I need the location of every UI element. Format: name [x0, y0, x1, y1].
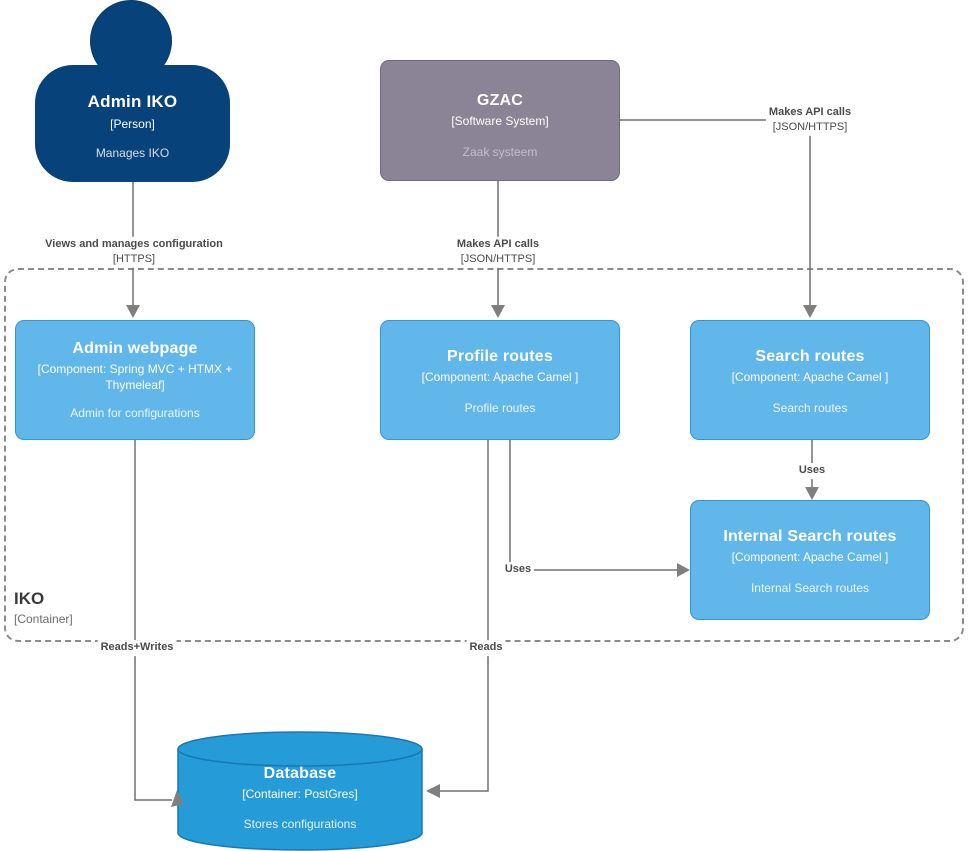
edge-gzac-to-search-line [620, 119, 811, 306]
person-subtitle: [Person] [110, 117, 155, 131]
edge-label-uses-search: Uses [795, 463, 829, 479]
database-description: Stores configurations [243, 817, 357, 832]
arrowhead-gzac-to-profile [491, 305, 505, 318]
node-search-routes: Search routes [Component: Apache Camel ]… [690, 320, 930, 440]
edge-label-reads: Reads [466, 640, 506, 656]
admin-webpage-description: Admin for configurations [70, 406, 200, 421]
profile-routes-description: Profile routes [464, 401, 536, 416]
internal-search-routes-description: Internal Search routes [750, 581, 870, 596]
node-profile-routes: Profile routes [Component: Apache Camel … [380, 320, 620, 440]
edge-protocol-text: [HTTPS] [112, 252, 156, 265]
arrowhead-webpage-to-db [171, 790, 184, 807]
edge-label-api-calls-profile: Makes API calls [JSON/HTTPS] [453, 236, 543, 268]
person-description: Manages IKO [95, 146, 170, 161]
node-database-cylinder [177, 731, 423, 851]
node-internal-search-routes: Internal Search routes [Component: Apach… [690, 500, 930, 620]
database-subtitle: [Container: PostGres] [242, 787, 358, 801]
edge-label-text: Reads [469, 641, 503, 654]
arrowhead-profile-to-internal [677, 563, 690, 577]
node-gzac: GZAC [Software System] Zaak systeem [380, 60, 620, 181]
gzac-description: Zaak systeem [462, 145, 538, 160]
profile-routes-subtitle: [Component: Apache Camel ] [421, 370, 579, 384]
boundary-subtitle: [Container] [14, 612, 73, 626]
edge-webpage-to-db-line [134, 440, 172, 801]
person-admin-iko: Admin IKO [Person] Manages IKO [35, 65, 230, 182]
edge-label-text: Makes API calls [768, 105, 852, 118]
edge-label-reads-writes: Reads+Writes [97, 640, 177, 656]
search-routes-subtitle: [Component: Apache Camel ] [731, 370, 889, 384]
edge-profile-to-db-line [440, 440, 489, 792]
edge-label-api-calls-search: Makes API calls [JSON/HTTPS] [765, 104, 855, 136]
boundary-title: IKO [14, 589, 45, 608]
edge-label-text: Makes API calls [456, 237, 540, 250]
database-title: Database [263, 765, 337, 782]
gzac-subtitle: [Software System] [451, 114, 549, 128]
edge-label-uses-profile: Uses [501, 562, 535, 578]
admin-webpage-title: Admin webpage [72, 340, 198, 357]
arrowhead-gzac-to-search [803, 305, 817, 318]
arrowhead-admin-to-webpage [126, 305, 140, 318]
internal-search-routes-subtitle: [Component: Apache Camel ] [731, 550, 889, 564]
profile-routes-title: Profile routes [447, 348, 553, 365]
search-routes-title: Search routes [755, 348, 865, 365]
edge-profile-to-internal-line [509, 440, 678, 571]
edge-protocol-text: [JSON/HTTPS] [772, 120, 848, 133]
gzac-title: GZAC [476, 92, 524, 109]
edge-label-text: Uses [504, 563, 532, 576]
admin-webpage-subtitle: [Component: Spring MVC + HTMX + Thymelea… [37, 362, 233, 393]
internal-search-routes-title: Internal Search routes [723, 528, 897, 545]
edge-label-views-manages: Views and manages configuration [HTTPS] [42, 236, 226, 268]
edge-label-text: Uses [798, 464, 826, 477]
boundary-label: IKO [Container] [14, 589, 73, 626]
edge-label-text: Views and manages configuration [45, 237, 223, 250]
node-database-label: Database [Container: PostGres] Stores co… [178, 765, 422, 831]
edge-protocol-text: [JSON/HTTPS] [460, 252, 536, 265]
search-routes-description: Search routes [772, 401, 848, 416]
person-title: Admin IKO [87, 92, 178, 111]
arrowhead-profile-to-db [426, 784, 440, 798]
arrowhead-search-to-internal [805, 487, 819, 500]
edge-label-text: Reads+Writes [100, 641, 174, 654]
node-admin-webpage: Admin webpage [Component: Spring MVC + H… [15, 320, 255, 440]
